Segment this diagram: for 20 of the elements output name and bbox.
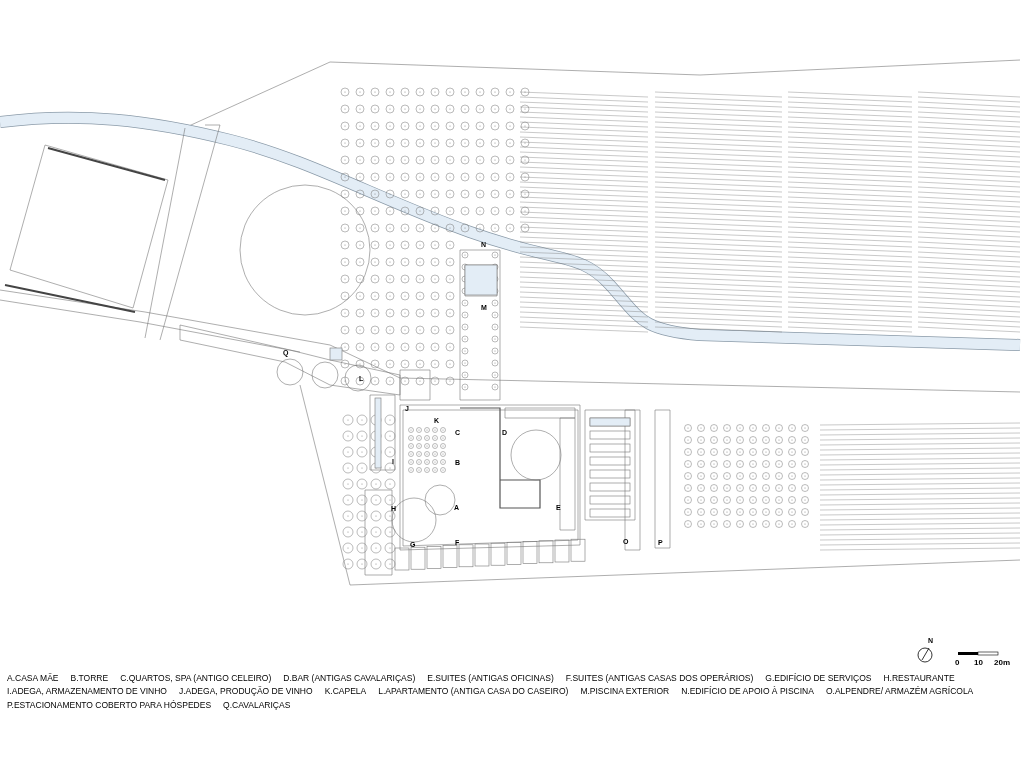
legend-entry: C.QUARTOS, SPA (ANTIGO CELEIRO) [120,674,272,684]
legend-entry: B.TORRE [70,674,109,684]
legend-entry: E.SUITES (ANTIGAS OFICINAS) [427,674,554,684]
legend-entry: K.CAPELA [324,687,367,697]
legend-entry: J.ADEGA, PRODUÇÃO DE VINHO [178,687,313,697]
legend-entry: M.PISCINA EXTERIOR [580,687,670,697]
legend-entry: I.ADEGA, ARMAZENAMENTO DE VINHO [7,687,167,697]
legend-entry: A.CASA MÃE [7,674,59,684]
legend-entry: P.ESTACIONAMENTO COBERTO PARA HÓSPEDES [7,700,212,711]
legend-entry: H.RESTAURANTE [883,674,955,684]
legend-entry: O.ALPENDRE/ ARMAZÉM AGRÍCOLA [825,687,974,697]
legend-entry: G.EDIFÍCIO DE SERVIÇOS [765,674,872,684]
legend-entry: L.APARTAMENTO (ANTIGA CASA DO CASEIRO) [378,687,569,697]
scale-label: 20m [994,659,1010,667]
legend-entry: N.EDIFÍCIO DE APOIO À PISCINA [681,687,814,697]
scale-label: 0 [955,659,960,667]
legend-entry: Q.CAVALARIÇAS [223,700,291,711]
legend-entry: D.BAR (ANTIGAS CAVALARIÇAS) [283,674,416,684]
legend-entry: F.SUITES (ANTIGAS CASAS DOS OPERÁRIOS) [565,674,754,684]
scale-label: 10 [974,659,983,667]
